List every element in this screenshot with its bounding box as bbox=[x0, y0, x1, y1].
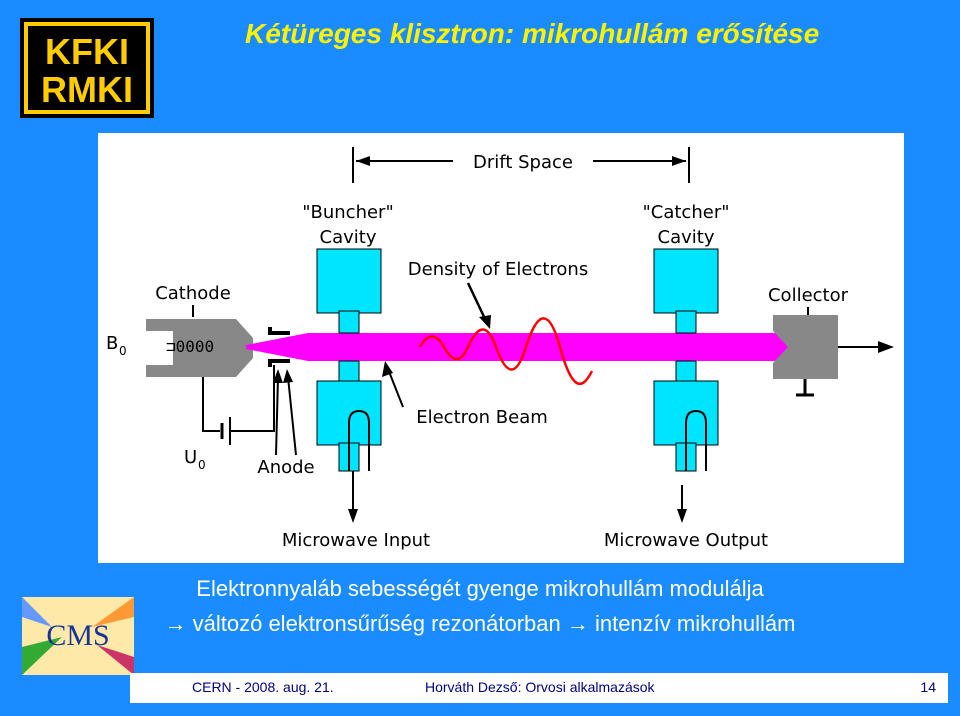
cathode-body bbox=[146, 319, 236, 377]
catcher-label-line1: "Catcher" bbox=[643, 202, 730, 223]
buncher-label-line2: Cavity bbox=[320, 227, 377, 248]
microwave-input-label: Microwave Input bbox=[282, 530, 430, 551]
page-number: 14 bbox=[920, 679, 936, 695]
caption-line-1: Elektronnyaláb sebességét gyenge mikrohu… bbox=[196, 576, 764, 601]
electron-beam bbox=[246, 333, 788, 361]
collector-body bbox=[773, 315, 838, 379]
cms-logo: CMS bbox=[22, 597, 134, 675]
drift-space-label: Drift Space bbox=[473, 152, 573, 173]
collector-label: Collector bbox=[768, 285, 849, 306]
density-label: Density of Electrons bbox=[408, 259, 588, 280]
electron-beam-label: Electron Beam bbox=[416, 407, 548, 428]
cms-logo-text: CMS bbox=[46, 619, 109, 652]
u0-label: U bbox=[184, 447, 197, 468]
catcher-label-line2: Cavity bbox=[658, 227, 715, 248]
footer-date: CERN - 2008. aug. 21. bbox=[192, 679, 334, 695]
slide-footer: CERN - 2008. aug. 21. Horváth Dezső: Orv… bbox=[130, 670, 948, 704]
svg-text:0: 0 bbox=[198, 458, 206, 472]
b0-label: B bbox=[106, 333, 118, 354]
klystron-diagram: Drift Space "Buncher" Cavity "Catcher" C… bbox=[98, 133, 904, 563]
slide-title: Kétüreges klisztron: mikrohullám erősíté… bbox=[245, 18, 820, 49]
density-wave bbox=[418, 317, 594, 385]
kfki-rmki-logo: KFKI RMKI bbox=[20, 18, 154, 118]
cathode-label: Cathode bbox=[155, 283, 231, 304]
caption-line-2: → változó elektronsűrűség rezonátorban →… bbox=[164, 611, 796, 636]
kfki-logo-row2: RMKI bbox=[41, 69, 133, 110]
buncher-label-line1: "Buncher" bbox=[302, 202, 394, 223]
microwave-output-label: Microwave Output bbox=[604, 530, 768, 551]
svg-text:0: 0 bbox=[119, 344, 127, 358]
anode-label: Anode bbox=[257, 457, 314, 478]
footer-author: Horváth Dezső: Orvosi alkalmazások bbox=[425, 679, 655, 695]
svg-text:⊐0000: ⊐0000 bbox=[166, 337, 214, 356]
kfki-logo-row1: KFKI bbox=[45, 31, 129, 72]
